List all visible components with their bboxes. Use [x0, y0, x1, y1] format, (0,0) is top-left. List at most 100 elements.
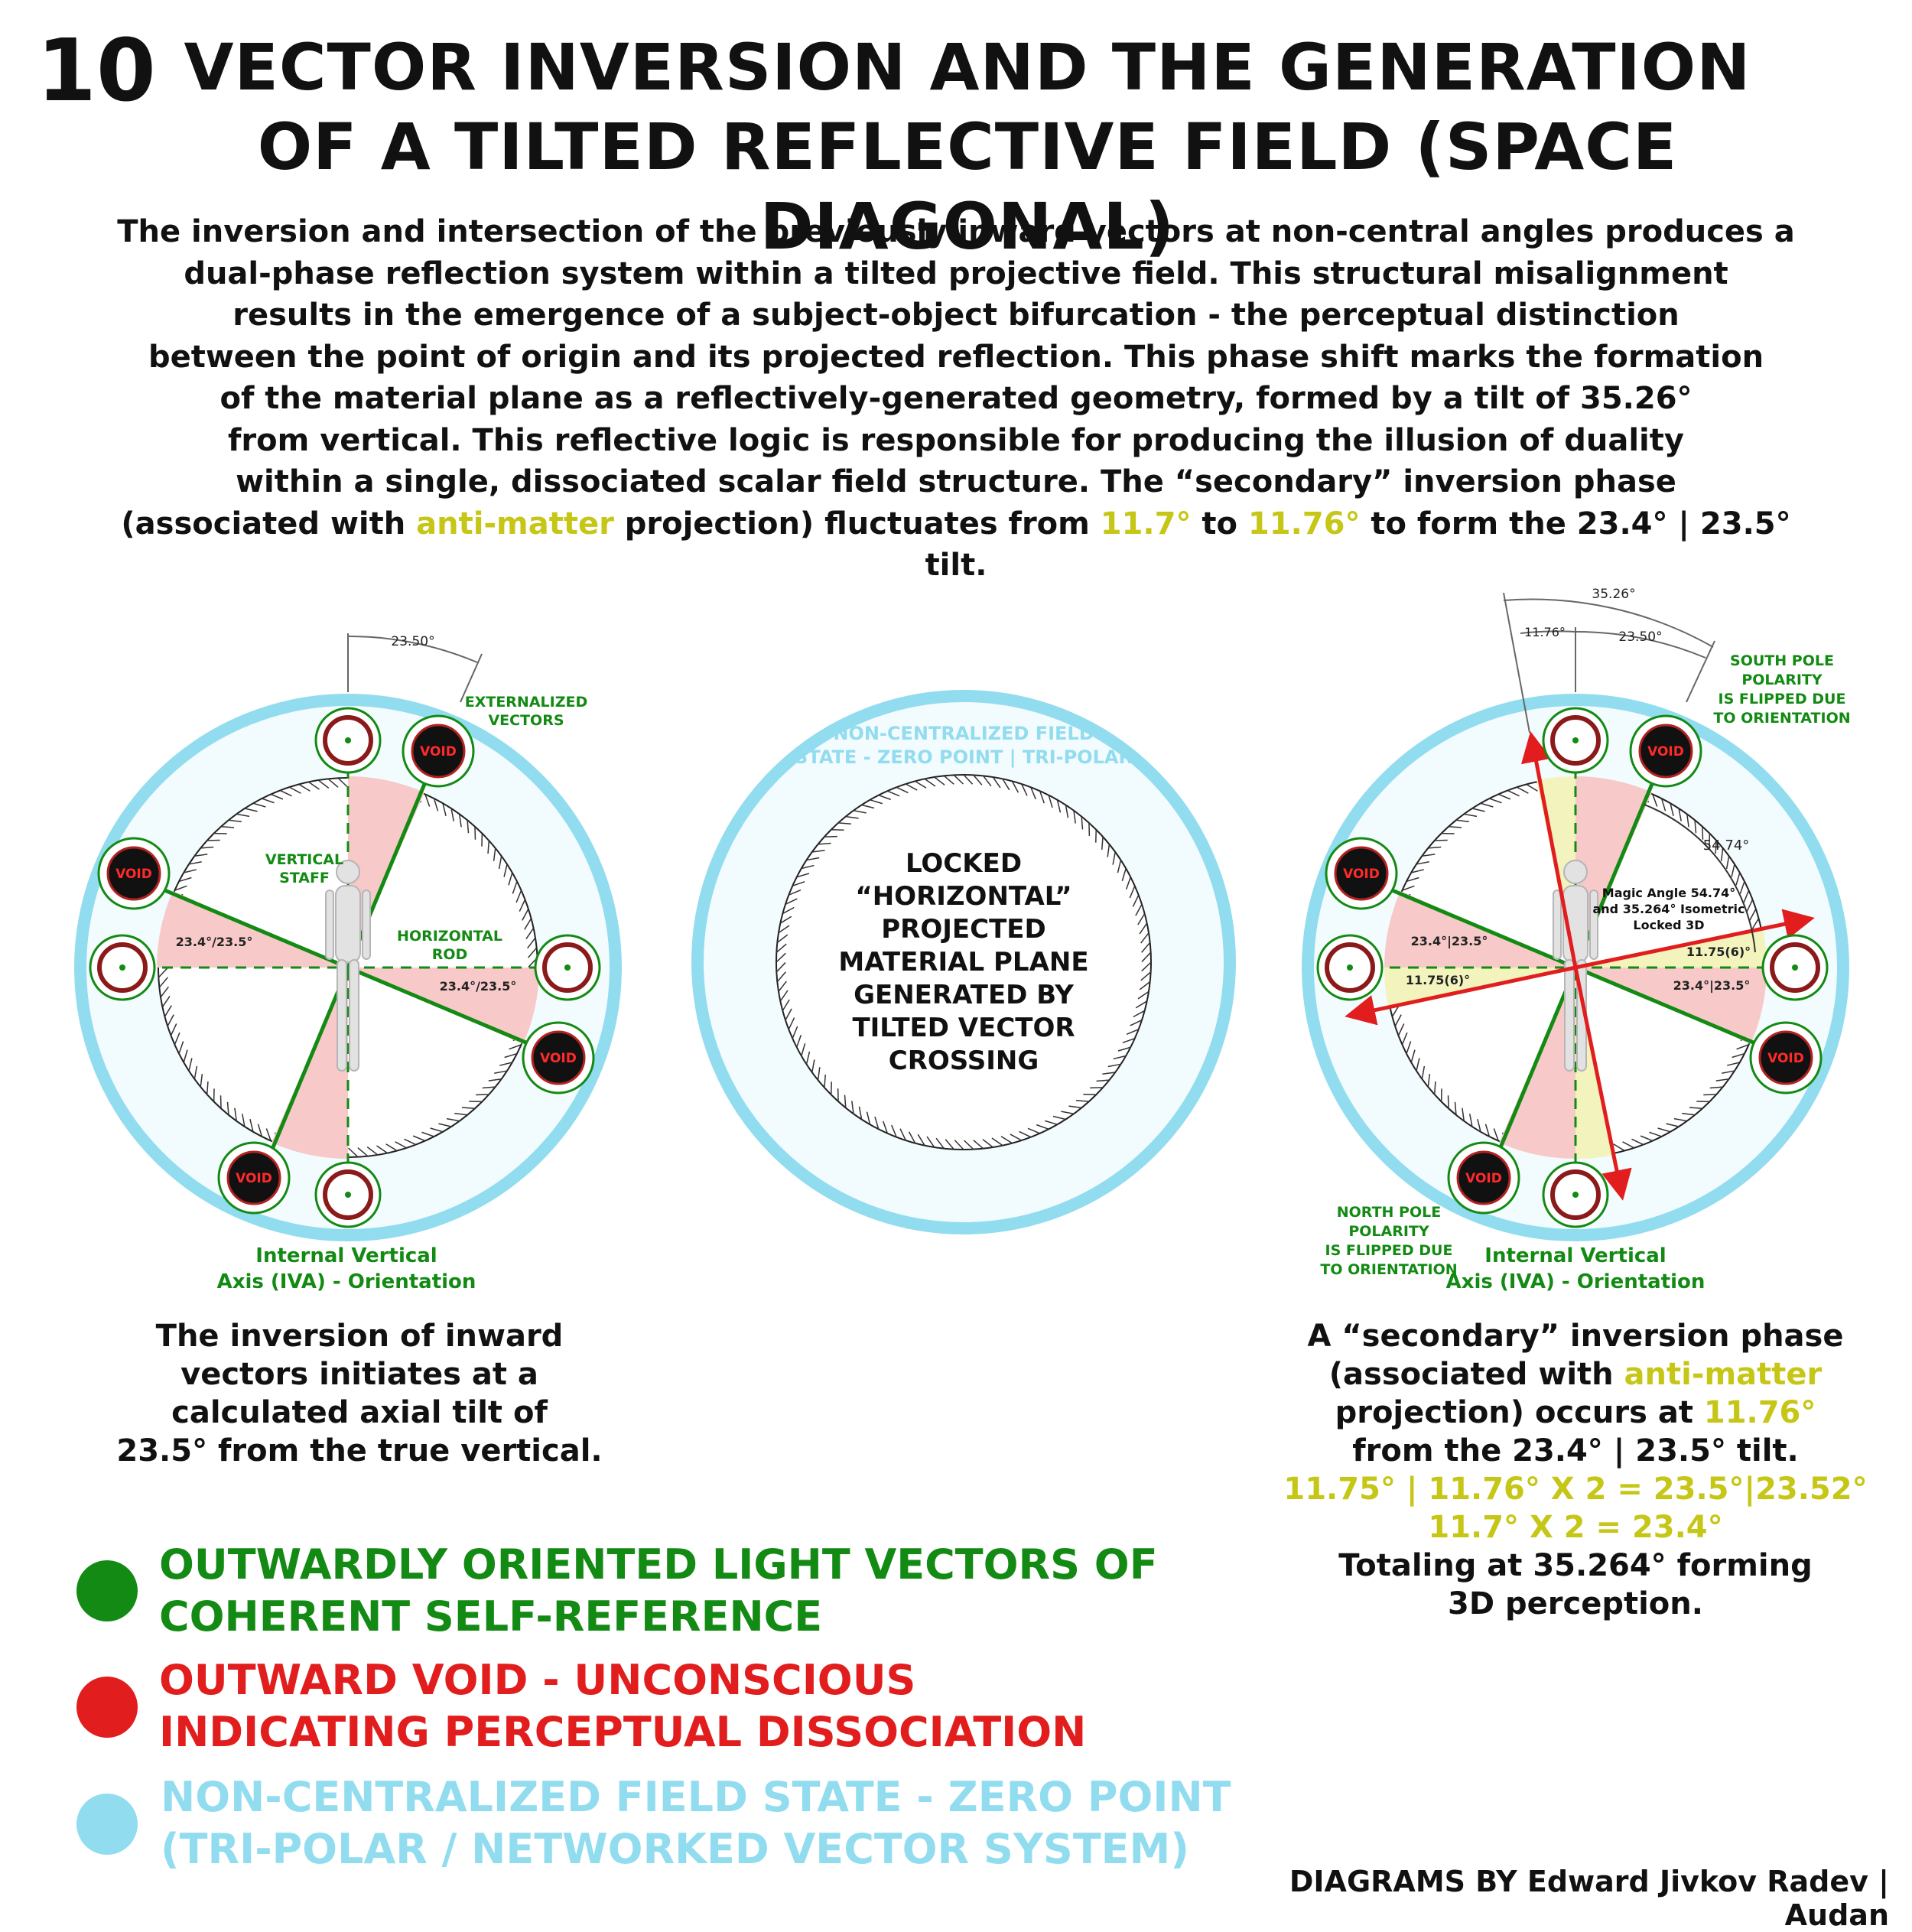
south-pole-label: IS FLIPPED DUE	[1719, 691, 1846, 707]
tilt-angle-label: 23.4°|23.5°	[1673, 978, 1751, 994]
legend-red-dot	[76, 1677, 138, 1738]
legend-line: NON-CENTRALIZED FIELD STATE - ZERO POINT	[161, 1771, 1231, 1823]
light-node	[535, 935, 600, 1000]
magic-angle-note: and 35.264° Isometric	[1592, 902, 1745, 916]
light-node	[316, 1163, 380, 1227]
north-pole-label: NORTH POLE	[1337, 1204, 1441, 1221]
axis-label: Axis (IVA) - Orientation	[217, 1270, 476, 1293]
legend-cyan-dot	[76, 1794, 138, 1855]
north-pole-label: POLARITY	[1348, 1223, 1429, 1240]
void-label: VOID	[1343, 867, 1380, 882]
axis-label: Internal Vertical	[1484, 1244, 1666, 1267]
locked-plane-text: LOCKED	[906, 848, 1022, 879]
hatch-tick	[1703, 1094, 1716, 1095]
caption-text: (associated with	[1329, 1357, 1624, 1392]
light-node	[90, 935, 154, 1000]
vertical-staff-label: STAFF	[279, 870, 330, 886]
secondary-angle-label: 11.75(6)°	[1686, 945, 1751, 959]
light-node	[1543, 1163, 1608, 1227]
caption-line: (associated with anti-matter	[1270, 1355, 1881, 1394]
horizontal-rod-label: ROD	[432, 946, 468, 963]
secondary-angle-label: 11.75(6)°	[1406, 973, 1470, 987]
magic-angle-note: Locked 3D	[1633, 918, 1704, 932]
vertical-staff-label: VERTICAL	[265, 851, 343, 868]
caption-line: Totaling at 35.264° forming	[1270, 1547, 1881, 1585]
locked-plane-text: MATERIAL PLANE	[838, 947, 1088, 977]
legend-line: INDICATING PERCEPTUAL DISSOCIATION	[159, 1706, 1086, 1758]
legend-item-green: OUTWARDLY ORIENTED LIGHT VECTORS OF COHE…	[159, 1539, 1158, 1643]
legend-line: (TRI-POLAR / NETWORKED VECTOR SYSTEM)	[161, 1823, 1231, 1875]
angle-label: 23.50°	[391, 634, 434, 649]
left-diagram: 23.50° EXTERNALIZED VECTORS VERTICAL STA…	[80, 633, 616, 1293]
caption-line: 23.5° from the true vertical.	[99, 1432, 619, 1470]
caption-line: The inversion of inward	[99, 1317, 619, 1355]
center-diagram: NON-CENTRALIZED FIELD STATE - ZERO POINT…	[697, 696, 1230, 1228]
void-label: VOID	[1767, 1051, 1804, 1066]
locked-plane-text: GENERATED BY	[854, 980, 1074, 1010]
tilt-angle-label: 23.4°|23.5°	[1411, 934, 1488, 949]
caption-highlight: anti-matter	[1624, 1357, 1823, 1392]
caption-line: A “secondary” inversion phase	[1270, 1317, 1881, 1355]
void-node: VOID	[1449, 1143, 1519, 1213]
credits: DIAGRAMS BY Edward Jivkov Radev | Audan	[1178, 1865, 1889, 1932]
locked-plane-text: CROSSING	[889, 1046, 1039, 1076]
hatch-tick	[476, 1094, 489, 1095]
externalized-label: VECTORS	[488, 712, 564, 729]
right-diagram: 35.26° 11.76° 23.50° SOUTH POLE POLARITY…	[1308, 587, 1851, 1293]
void-node: VOID	[1326, 838, 1397, 909]
legend-item-cyan: NON-CENTRALIZED FIELD STATE - ZERO POINT…	[161, 1771, 1231, 1875]
angle-label: 23.50°	[1618, 629, 1662, 645]
north-pole-label: TO ORIENTATION	[1320, 1261, 1457, 1278]
void-node: VOID	[523, 1023, 593, 1093]
field-label: NON-CENTRALIZED FIELD	[833, 723, 1094, 744]
field-label: STATE - ZERO POINT | TRI-POLAR	[795, 746, 1133, 768]
void-node: VOID	[99, 838, 169, 909]
caption-highlight: 11.76°	[1704, 1395, 1816, 1430]
legend-line: COHERENT SELF-REFERENCE	[159, 1591, 1158, 1643]
caption-text: projection) occurs at	[1335, 1395, 1704, 1430]
void-node: VOID	[403, 716, 473, 786]
horizontal-rod-label: HORIZONTAL	[397, 928, 502, 945]
caption-line: 3D perception.	[1270, 1585, 1881, 1623]
legend-green-dot	[76, 1560, 138, 1621]
axis-label: Internal Vertical	[255, 1244, 437, 1267]
legend-line: OUTWARD VOID - UNCONSCIOUS	[159, 1654, 1086, 1706]
hatch-tick	[221, 1095, 222, 1108]
south-pole-label: TO ORIENTATION	[1713, 710, 1850, 727]
caption-line: 11.75° | 11.76° X 2 = 23.5°|23.52°	[1270, 1470, 1881, 1508]
hatch-tick	[475, 827, 476, 840]
void-label: VOID	[420, 744, 457, 759]
magic-angle-note: Magic Angle 54.74°	[1602, 886, 1735, 900]
light-node	[1318, 935, 1382, 1000]
light-node	[1763, 935, 1827, 1000]
caption-line: vectors initiates at a	[99, 1355, 619, 1394]
light-node	[316, 708, 380, 772]
externalized-label: EXTERNALIZED	[465, 694, 588, 711]
angle-label: 35.26°	[1592, 587, 1635, 602]
void-label: VOID	[1465, 1171, 1502, 1186]
tilt-angle-label: 23.4°/23.5°	[440, 979, 517, 994]
light-node	[1543, 708, 1608, 772]
locked-plane-text: PROJECTED	[881, 914, 1045, 945]
reference-line	[1686, 641, 1715, 702]
axis-label: Axis (IVA) - Orientation	[1446, 1270, 1706, 1293]
north-pole-label: IS FLIPPED DUE	[1325, 1242, 1453, 1259]
legend-line: OUTWARDLY ORIENTED LIGHT VECTORS OF	[159, 1539, 1158, 1591]
south-pole-label: SOUTH POLE	[1730, 652, 1834, 669]
left-caption: The inversion of inward vectors initiate…	[99, 1317, 619, 1470]
caption-line: projection) occurs at 11.76°	[1270, 1394, 1881, 1432]
void-node: VOID	[1631, 716, 1701, 786]
void-node: VOID	[1751, 1023, 1821, 1093]
void-node: VOID	[219, 1143, 289, 1213]
angle-label: 11.76°	[1524, 625, 1566, 639]
right-caption: A “secondary” inversion phase (associate…	[1270, 1317, 1881, 1623]
void-label: VOID	[1647, 744, 1684, 759]
south-pole-label: POLARITY	[1741, 672, 1823, 688]
locked-plane-text: “HORIZONTAL”	[855, 881, 1071, 912]
caption-line: 11.7° X 2 = 23.4°	[1270, 1508, 1881, 1547]
tilt-angle-label: 23.4°/23.5°	[176, 935, 253, 949]
caption-line: from the 23.4° | 23.5° tilt.	[1270, 1432, 1881, 1470]
caption-line: calculated axial tilt of	[99, 1394, 619, 1432]
locked-plane-text: TILTED VECTOR	[852, 1013, 1075, 1043]
void-label: VOID	[236, 1171, 272, 1186]
